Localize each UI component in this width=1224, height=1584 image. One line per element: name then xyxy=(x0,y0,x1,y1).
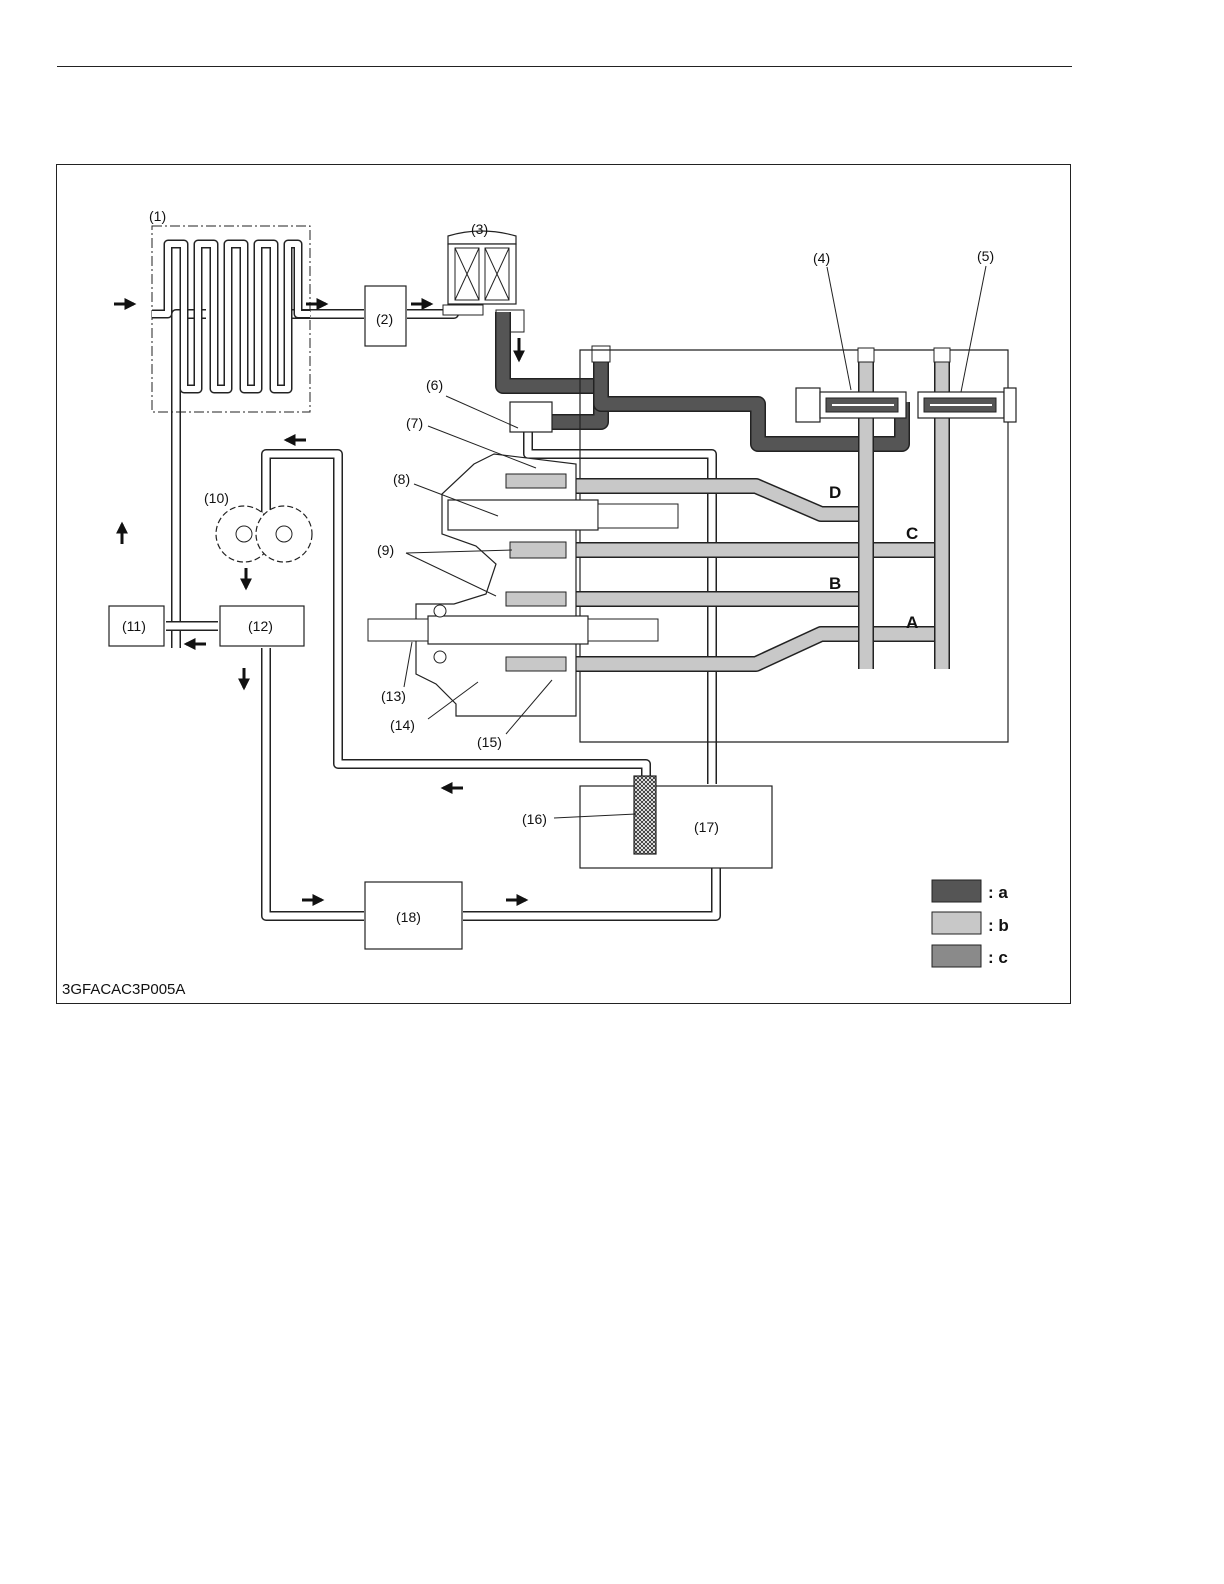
component-label: (3) xyxy=(471,221,488,237)
figure-id: 3GFACAC3P005A xyxy=(62,981,185,998)
solenoid-connector xyxy=(592,346,610,362)
component-label: (18) xyxy=(396,909,421,925)
component-label: (12) xyxy=(248,618,273,634)
component-label: (8) xyxy=(393,471,410,487)
component-label: (13) xyxy=(381,688,406,704)
line-a-path xyxy=(503,312,902,444)
legend-label-c: : c xyxy=(988,948,1008,967)
legend-swatch-c xyxy=(932,945,981,967)
legend-swatch-b xyxy=(932,912,981,934)
component-label: (4) xyxy=(813,250,830,266)
component-label: (7) xyxy=(406,415,423,431)
component-label: (10) xyxy=(204,490,229,506)
hydraulic-circuit-diagram: (1) (2) (3) (4) (5) (6) (7) (8) (9) (10)… xyxy=(56,164,1071,1004)
tank-box xyxy=(580,786,772,868)
component-label: (14) xyxy=(390,717,415,733)
header-rule xyxy=(57,66,1072,67)
component-label: (5) xyxy=(977,248,994,264)
component-label: (1) xyxy=(149,208,166,224)
port-label-a: A xyxy=(906,613,918,632)
component-label: (17) xyxy=(694,819,719,835)
solenoid-valve-5 xyxy=(918,348,1016,422)
component-label: (11) xyxy=(122,618,146,634)
solenoid-valve-4 xyxy=(796,348,906,422)
component-label: (16) xyxy=(522,811,547,827)
legend-label-b: : b xyxy=(988,916,1009,935)
port-label-b: B xyxy=(829,574,841,593)
port-label-c: C xyxy=(906,524,918,543)
port-label-d: D xyxy=(829,483,841,502)
legend-swatch-a xyxy=(932,880,981,902)
component-label: (2) xyxy=(376,311,393,327)
component-label: (9) xyxy=(377,542,394,558)
legend: : a : b : c xyxy=(932,880,1009,967)
component-label: (6) xyxy=(426,377,443,393)
gear-pump xyxy=(216,506,312,562)
component-label: (15) xyxy=(477,734,502,750)
strainer xyxy=(634,776,656,854)
legend-label-a: : a xyxy=(988,883,1008,902)
